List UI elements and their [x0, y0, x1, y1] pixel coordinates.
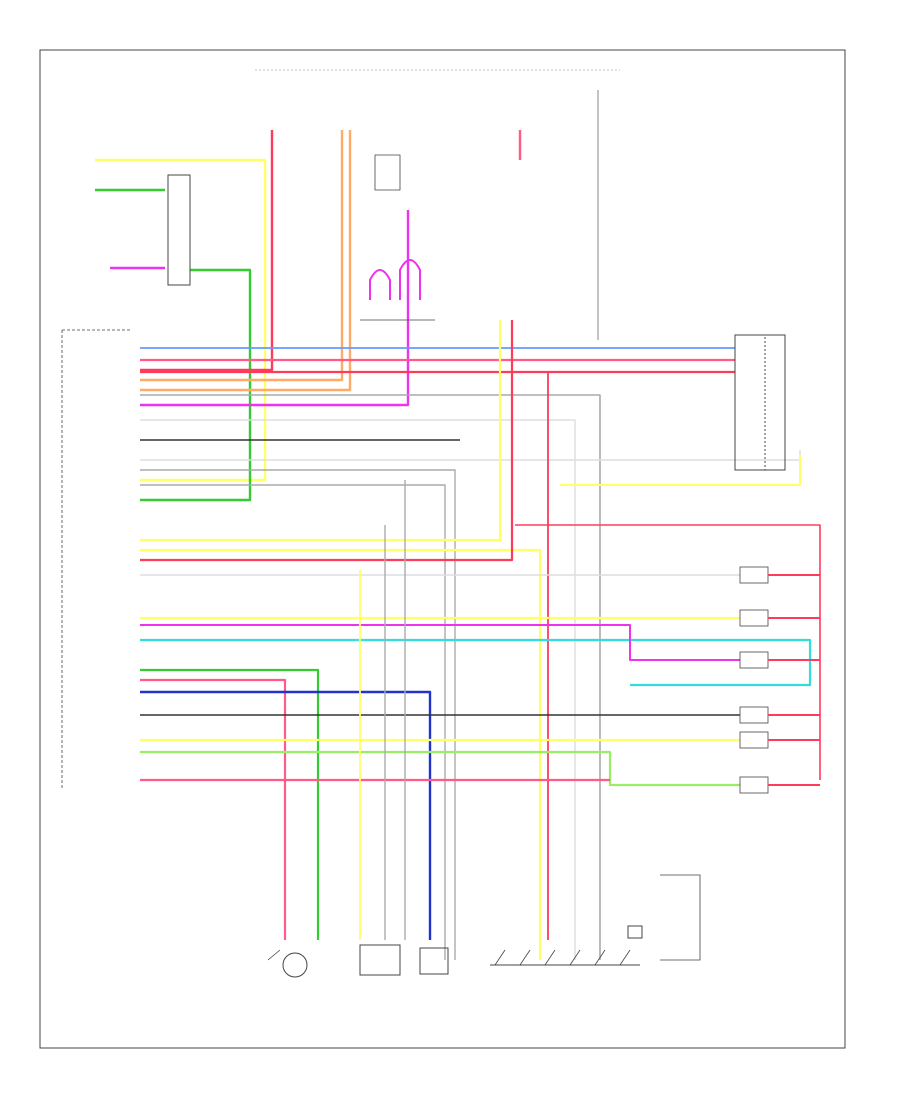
wire-green-switch — [140, 268, 252, 502]
solenoid-1 — [739, 566, 769, 584]
wire-red-1 — [140, 130, 274, 372]
wire-pink-vss — [140, 678, 287, 940]
wire-magenta-sol — [140, 624, 740, 661]
wire-yellow-top — [95, 158, 267, 482]
solenoid-3 — [739, 651, 769, 669]
wire-gray-3 — [140, 484, 446, 960]
wire-lightgray-2 — [140, 450, 801, 461]
wire-red-tcc — [515, 524, 821, 780]
solenoids — [739, 566, 820, 794]
wire-gray-2 — [140, 469, 456, 960]
throttle-position-sensor — [419, 947, 449, 975]
wire-yellow-2 — [140, 320, 502, 542]
wire-red-2 — [140, 320, 514, 562]
transmission-range-switch-top — [167, 174, 191, 286]
wire-green-vss — [140, 668, 320, 940]
wire-cyan-sol — [140, 638, 812, 687]
wire-yellow-3 — [140, 548, 542, 960]
wire-magenta-relay — [140, 210, 410, 407]
relay-coil — [360, 259, 435, 321]
solenoid-2 — [739, 609, 769, 627]
cruise-module — [374, 154, 401, 191]
fluid-temp-sensor — [660, 874, 701, 961]
wire-orange-2 — [140, 130, 352, 392]
wire-green-sol4 — [140, 750, 740, 787]
powertrain-control-module — [61, 329, 130, 790]
vehicle-speed-sensor — [267, 949, 308, 978]
wire-blue-tps — [140, 690, 432, 940]
wires — [95, 90, 821, 960]
data-link-connector — [734, 334, 786, 471]
wire-gray-1 — [140, 394, 601, 960]
brake-switch — [359, 944, 401, 976]
solenoid-6 — [739, 776, 769, 794]
solenoid-5 — [739, 731, 769, 749]
wire-orange-1 — [140, 130, 344, 382]
transmission-range-switch-bottom — [490, 925, 643, 966]
wire-yellow-dlc — [560, 455, 801, 486]
solenoid-4 — [739, 706, 769, 724]
diagram-frame — [39, 49, 846, 1049]
